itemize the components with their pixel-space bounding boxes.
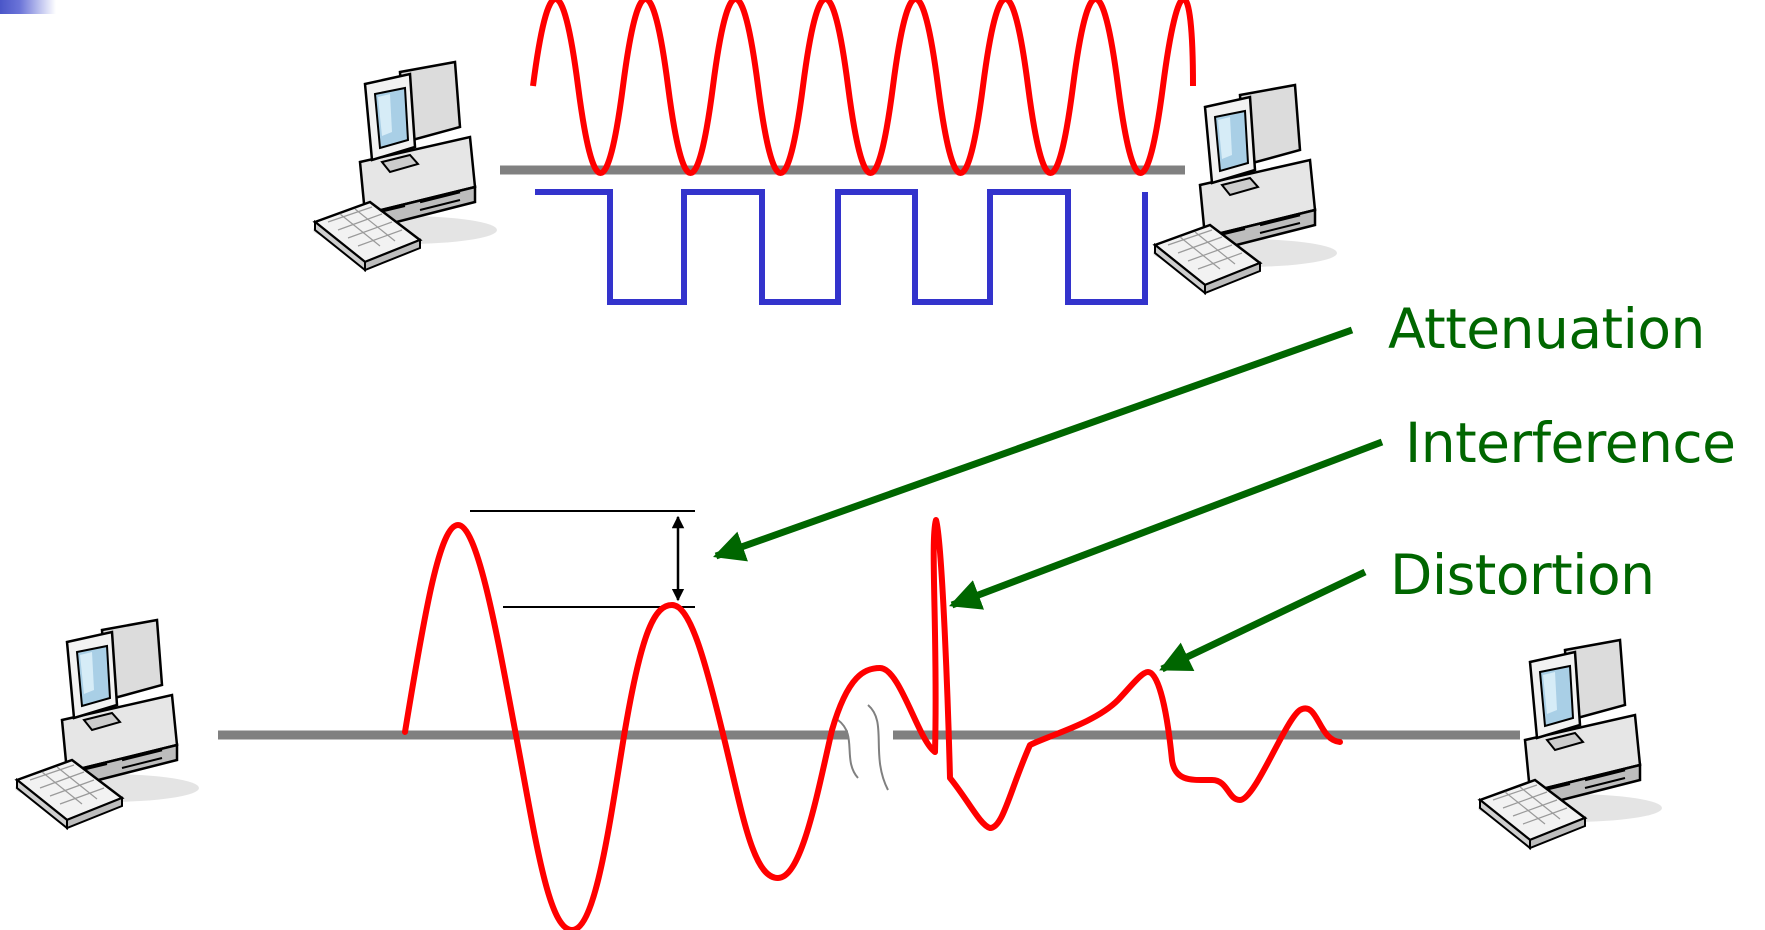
distortion-arrow [1159,568,1367,673]
analog-sine-wave [530,0,1196,176]
attenuation-label: Attenuation [1388,297,1705,361]
distortion-label: Distortion [1390,543,1655,607]
computer-icon-bottom-right [1476,638,1664,850]
top-link [311,0,1339,305]
attenuation-arrow [713,326,1354,562]
degraded-signal [402,517,1343,930]
digital-square-wave [535,189,1148,305]
bottom-link [13,510,1664,930]
slide-corner-mark [0,0,56,14]
interference-arrow [949,438,1384,610]
interference-label: Interference [1405,411,1736,475]
computer-icon-bottom-left [13,618,201,830]
computer-icon-top-right [1151,83,1339,295]
cable-break-mark [837,704,889,791]
computer-icon-top-left [311,60,499,272]
